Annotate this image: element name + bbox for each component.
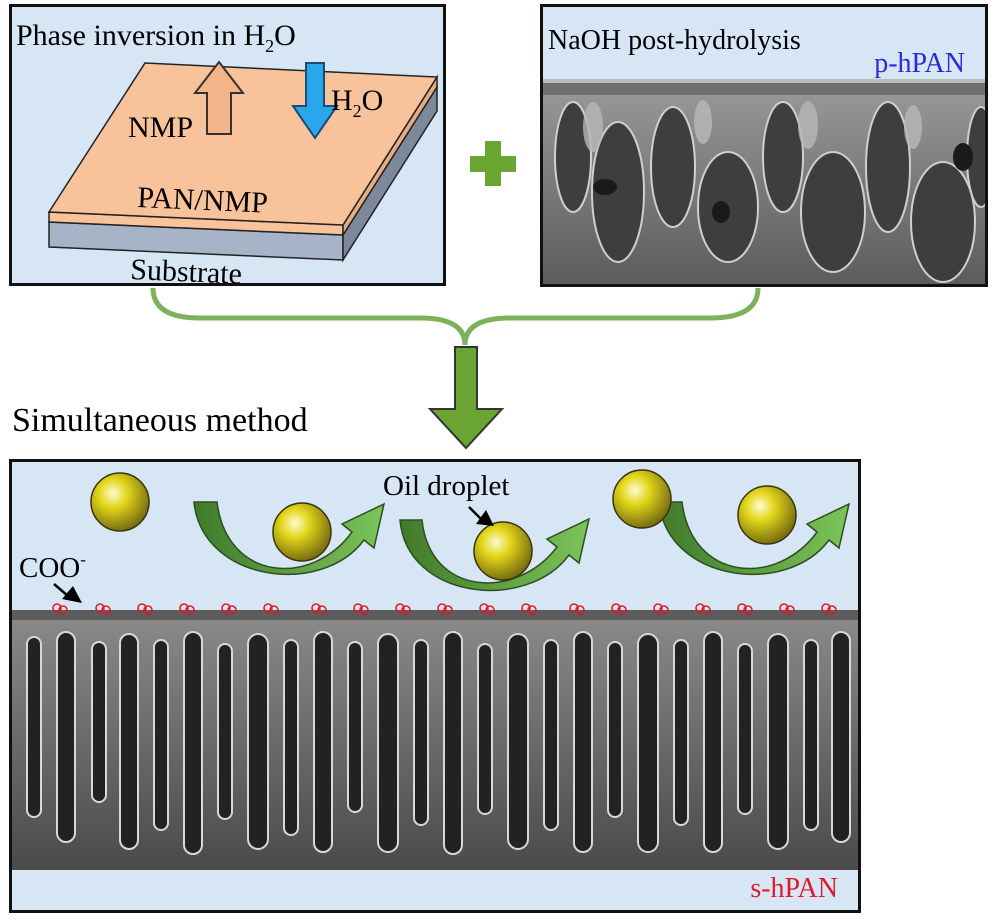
up-arrow-icon: [192, 60, 246, 135]
simultaneous-panel: Oil droplet COO- s-hPAN: [9, 459, 861, 913]
substrate-label: Substrate: [129, 253, 243, 286]
s-hpan-tag: s-hPAN: [750, 873, 838, 904]
down-arrow-big-icon: [427, 346, 505, 450]
nmp-label: NMP: [128, 111, 194, 144]
oil-droplet-icon: [90, 469, 797, 581]
phase-inversion-title: Phase inversion in H2O: [16, 19, 296, 56]
simultaneous-heading: Simultaneous method: [12, 402, 308, 439]
s-hpan-schematic: [12, 469, 858, 870]
h2o-label: H2O: [331, 84, 384, 121]
p-hpan-micrograph: [543, 79, 985, 284]
membrane-schematic: [47, 60, 439, 263]
curved-arrow-icon: [193, 501, 851, 592]
p-hpan-tag: p-hPAN: [874, 48, 965, 79]
naoh-title: NaOH post-hydrolysis: [548, 25, 801, 56]
coo-group-icon: [52, 603, 837, 615]
naoh-panel: NaOH post-hydrolysis p-hPAN: [540, 4, 988, 287]
bracket-connector: [150, 287, 761, 346]
phase-inversion-panel: Phase inversion in H2O NMP H2O PAN/NMP S…: [9, 4, 446, 286]
pointer-arrows: [53, 506, 494, 603]
oil-droplet-label: Oil droplet: [383, 470, 510, 502]
coo-label: COO-: [19, 550, 86, 584]
film-label: PAN/NMP: [136, 181, 269, 220]
down-arrow-icon: [291, 62, 339, 140]
plus-icon: [485, 141, 501, 186]
